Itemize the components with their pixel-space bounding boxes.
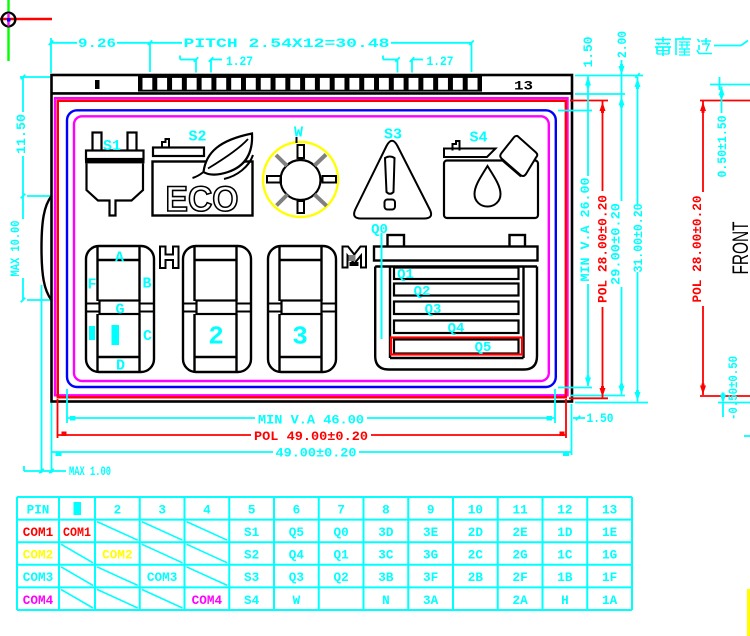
svg-text:2D: 2D (468, 525, 483, 540)
svg-text:13: 13 (602, 502, 617, 517)
svg-text:W: W (293, 593, 301, 608)
svg-text:Q2: Q2 (334, 570, 349, 585)
svg-text:Q3: Q3 (289, 570, 304, 585)
svg-text:Q4: Q4 (448, 321, 465, 337)
svg-text:S1: S1 (244, 525, 259, 540)
svg-text:9: 9 (427, 502, 435, 517)
svg-text:9.26: 9.26 (78, 36, 116, 51)
svg-text:COM3: COM3 (23, 570, 54, 585)
svg-text:ECO: ECO (166, 180, 239, 219)
svg-text:3B: 3B (378, 570, 393, 585)
svg-text:F: F (87, 277, 96, 294)
svg-text:1.50: 1.50 (587, 411, 614, 426)
svg-text:S3: S3 (384, 127, 402, 144)
svg-text:C: C (143, 328, 152, 345)
svg-text:6: 6 (293, 502, 301, 517)
svg-text:13: 13 (514, 79, 533, 94)
svg-text:11.50: 11.50 (14, 114, 29, 154)
svg-text:Q0: Q0 (371, 222, 388, 238)
svg-text:1E: 1E (602, 525, 617, 540)
svg-text:3: 3 (158, 502, 166, 517)
svg-text:POL 49.00±0.20: POL 49.00±0.20 (254, 429, 368, 444)
svg-text:1D: 1D (557, 525, 572, 540)
svg-text:MIN V.A 46.00: MIN V.A 46.00 (258, 413, 364, 428)
svg-text:POL 28.00±0.20: POL 28.00±0.20 (690, 195, 705, 302)
svg-text:Q5: Q5 (289, 525, 304, 540)
svg-text:4: 4 (203, 502, 211, 517)
svg-text:1.27: 1.27 (427, 54, 454, 69)
svg-text:Q2: Q2 (414, 284, 431, 300)
svg-text:MAX 1.00: MAX 1.00 (69, 464, 111, 479)
svg-text:S1: S1 (103, 138, 121, 155)
svg-text:S4: S4 (244, 593, 259, 608)
svg-text:MAX 10.00: MAX 10.00 (8, 220, 23, 276)
svg-text:1.27: 1.27 (226, 54, 253, 69)
svg-text:31.00±0.20: 31.00±0.20 (631, 203, 646, 272)
svg-text:2.00: 2.00 (615, 31, 630, 58)
svg-text:H: H (561, 593, 569, 608)
svg-text:1G: 1G (602, 548, 617, 563)
svg-text:POL 28.00±0.20: POL 28.00±0.20 (596, 195, 611, 303)
svg-text:COM2: COM2 (23, 548, 54, 563)
svg-text:3: 3 (292, 322, 308, 352)
svg-text:COM4: COM4 (23, 593, 54, 608)
svg-text:3G: 3G (423, 548, 438, 563)
svg-text:3C: 3C (378, 548, 393, 563)
svg-text:2: 2 (208, 322, 224, 352)
svg-text:COM4: COM4 (192, 593, 223, 608)
svg-text:2: 2 (114, 502, 122, 517)
svg-text:S4: S4 (469, 130, 487, 147)
svg-text:49.00±0.20: 49.00±0.20 (276, 446, 357, 461)
svg-text:3F: 3F (423, 570, 438, 585)
svg-text:N: N (382, 593, 390, 608)
svg-text:MIN V.A 26.00: MIN V.A 26.00 (578, 177, 593, 281)
svg-text:S2: S2 (188, 129, 206, 146)
svg-text:1A: 1A (602, 593, 617, 608)
svg-text:COM3: COM3 (147, 570, 178, 585)
svg-text:S3: S3 (244, 570, 259, 585)
svg-text:Q1: Q1 (334, 548, 349, 563)
svg-text:2B: 2B (468, 570, 483, 585)
svg-text:Q4: Q4 (289, 548, 304, 563)
svg-text:7: 7 (337, 502, 345, 517)
svg-text:2E: 2E (513, 525, 528, 540)
svg-text:8: 8 (382, 502, 390, 517)
svg-text:11: 11 (513, 502, 528, 517)
svg-text:Q1: Q1 (397, 267, 414, 283)
svg-text:2F: 2F (513, 570, 528, 585)
svg-text:3E: 3E (423, 525, 438, 540)
svg-text:0.50±1.50: 0.50±1.50 (715, 115, 730, 177)
svg-text:FRONT: FRONT (728, 222, 750, 275)
svg-text:-0.50±0.50: -0.50±0.50 (726, 356, 741, 420)
svg-text:W: W (294, 125, 303, 142)
svg-text:1F: 1F (602, 570, 617, 585)
svg-text:Q5: Q5 (475, 340, 492, 356)
svg-text:G: G (115, 302, 124, 319)
svg-text:5: 5 (248, 502, 256, 517)
svg-text:PIN: PIN (27, 502, 50, 517)
svg-text:Q0: Q0 (334, 525, 349, 540)
svg-text:3D: 3D (378, 525, 393, 540)
svg-text:10: 10 (468, 502, 483, 517)
svg-text:COM2: COM2 (102, 548, 133, 563)
svg-text:1.50: 1.50 (581, 36, 596, 67)
svg-text:2G: 2G (513, 548, 528, 563)
svg-text:S2: S2 (244, 548, 259, 563)
svg-text:1C: 1C (557, 548, 572, 563)
svg-text:Q3: Q3 (425, 302, 442, 318)
svg-text:B: B (142, 276, 151, 293)
svg-text:D: D (116, 358, 125, 375)
svg-text:29.00±0.20: 29.00±0.20 (609, 203, 624, 285)
svg-text:1B: 1B (557, 570, 572, 585)
svg-text:3A: 3A (423, 593, 438, 608)
svg-text:A: A (115, 250, 124, 267)
svg-text:12: 12 (557, 502, 572, 517)
svg-text:COM1: COM1 (63, 525, 91, 540)
svg-text:PITCH 2.54X12=30.48: PITCH 2.54X12=30.48 (184, 36, 390, 51)
svg-text:2C: 2C (468, 548, 483, 563)
svg-text:2A: 2A (513, 593, 528, 608)
svg-text:COM1: COM1 (23, 525, 54, 540)
